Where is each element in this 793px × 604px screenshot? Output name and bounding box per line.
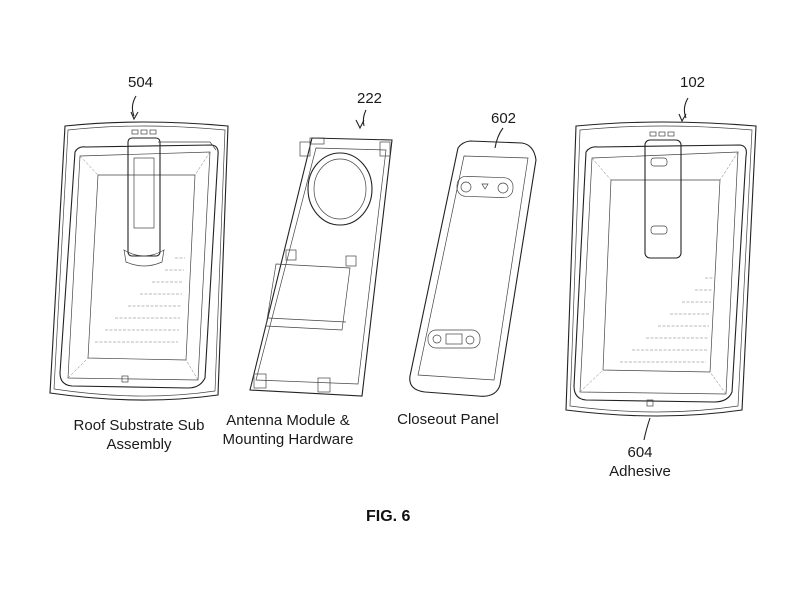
assembled-roof-drawing: [565, 97, 757, 441]
label-roof-substrate-line2: Assembly: [106, 436, 172, 453]
ref-102: 102: [680, 74, 706, 91]
label-antenna-module-line2: Mounting Hardware: [222, 431, 354, 448]
ref-604: 604: [627, 444, 653, 461]
roof-substrate-drawing: [49, 95, 229, 401]
figure-title: FIG. 6: [366, 508, 411, 525]
label-closeout-panel-line1: Closeout Panel: [397, 411, 499, 428]
label-roof-substrate-line1: Roof Substrate Sub: [73, 417, 205, 434]
ref-602: 602: [491, 110, 517, 127]
callout-adhesive: 604 Adhesive: [600, 443, 680, 481]
label-closeout-panel: Closeout Panel: [388, 410, 508, 429]
ref-504: 504: [128, 74, 154, 91]
label-adhesive: Adhesive: [609, 463, 671, 480]
ref-222: 222: [357, 90, 383, 107]
label-antenna-module-line1: Antenna Module &: [226, 412, 350, 429]
label-roof-substrate: Roof Substrate Sub Assembly: [44, 416, 234, 454]
antenna-module-drawing: [249, 109, 393, 397]
closeout-panel-drawing: [409, 127, 537, 397]
label-antenna-module: Antenna Module & Mounting Hardware: [204, 411, 372, 449]
